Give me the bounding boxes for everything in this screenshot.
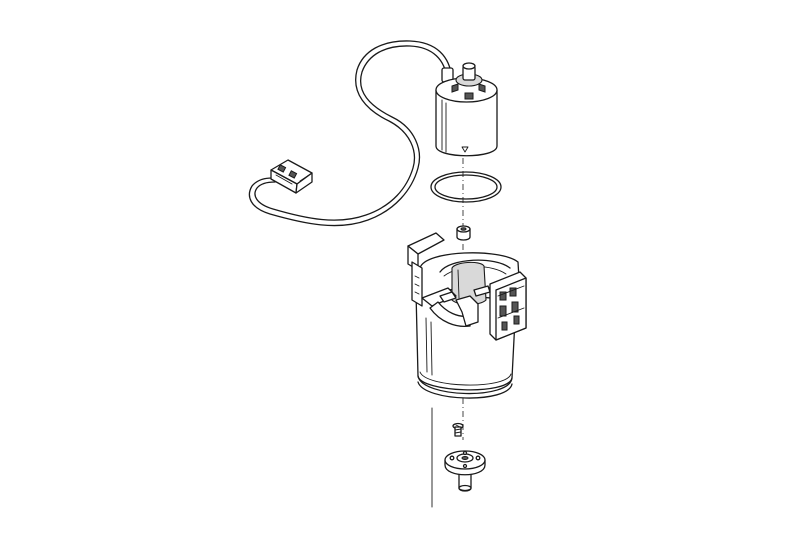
- screw: [452, 422, 464, 437]
- cable-inner: [254, 40, 453, 221]
- cable-with-connector: [248, 40, 454, 227]
- spacer: [456, 225, 471, 241]
- left-latch-bracket: [407, 232, 457, 307]
- connector-plug: [270, 159, 313, 194]
- housing: [407, 232, 527, 399]
- motor-unit: [435, 62, 498, 157]
- base-flange: [444, 450, 486, 492]
- cable-outer: [248, 45, 448, 227]
- o-ring: [430, 171, 502, 203]
- motor-body: [435, 89, 498, 157]
- terminal-block: [489, 271, 527, 341]
